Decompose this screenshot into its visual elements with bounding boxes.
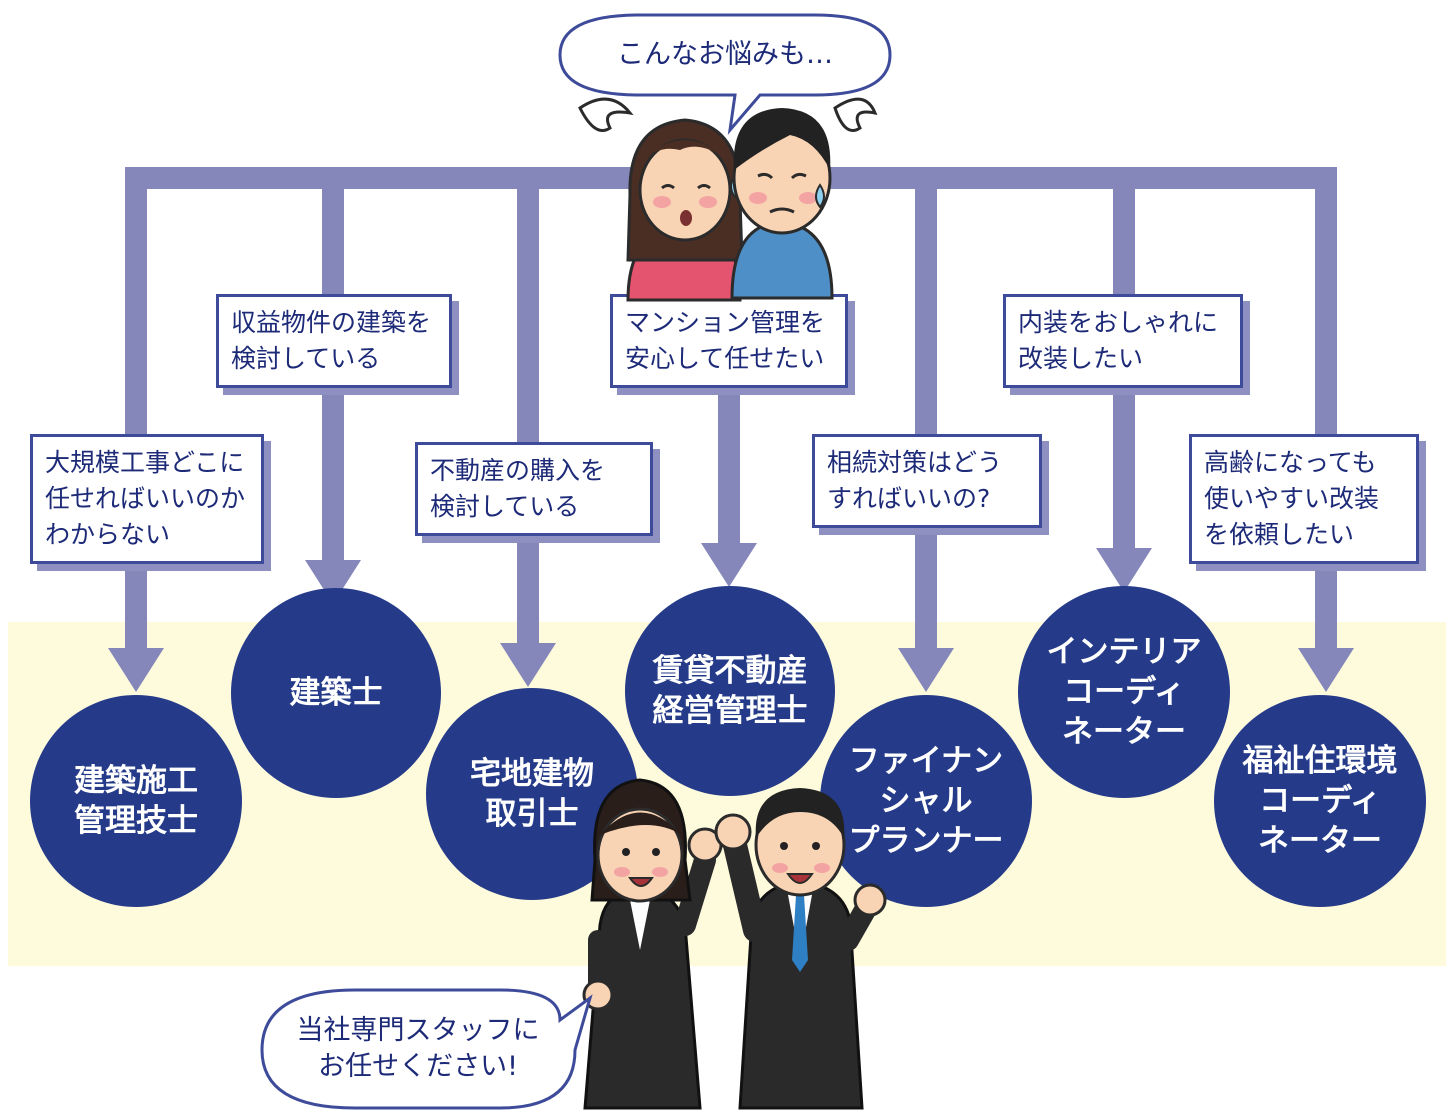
concern-text-3: 不動産の購入を検討している (430, 456, 606, 521)
top-speech-bubble: こんなお悩みも… (570, 18, 880, 92)
top-bubble-text: こんなお悩みも… (617, 39, 833, 70)
bottom-speech-bubble-shape (260, 988, 593, 1110)
expert-circle-5: ファイナン シャル プランナー (820, 695, 1032, 907)
expert-label-2: 建築士 (289, 675, 383, 711)
expert-circle-2: 建築士 (231, 588, 441, 798)
concern-box-2: 収益物件の建築を検討している (216, 294, 452, 388)
arrow-head-1 (108, 648, 164, 692)
bottom-bubble-text: 当社専門スタッフに お任せください! (296, 1015, 540, 1082)
bottom-speech-bubble: 当社専門スタッフに お任せください! (268, 995, 568, 1103)
concern-text-6: 内装をおしゃれに改装したい (1018, 308, 1219, 373)
concern-box-5: 相続対策はどうすればいいの? (812, 434, 1042, 528)
expert-label-1: 建築施工 管理技士 (74, 763, 198, 839)
arrow-head-2 (305, 560, 361, 604)
concern-box-1: 大規模工事どこに任せればいいのかわからない (30, 434, 264, 564)
expert-circle-1: 建築施工 管理技士 (30, 695, 242, 907)
expert-label-4: 賃貸不動産 経営管理士 (652, 653, 808, 729)
concern-box-3: 不動産の購入を検討している (415, 442, 653, 536)
concern-box-7: 高齢になっても使いやすい改装を依頼したい (1189, 434, 1419, 564)
arrow-head-6 (1096, 548, 1152, 592)
top-speech-bubble-shape (558, 13, 892, 135)
expert-label-3: 宅地建物 取引士 (470, 756, 594, 832)
concern-text-5: 相続対策はどうすればいいの? (827, 448, 1003, 513)
expert-label-7: 福祉住環境 コーディ ネーター (1242, 743, 1398, 859)
expert-label-5: ファイナン シャル プランナー (848, 743, 1004, 859)
arrow-head-3 (500, 643, 556, 687)
expert-label-6: インテリア コーディ ネーター (1046, 634, 1202, 750)
arrow-head-4 (701, 543, 757, 587)
connector-line-5 (915, 167, 937, 652)
concern-box-4: マンション管理を安心して任せたい (610, 294, 848, 388)
expert-circle-4: 賃貸不動産 経営管理士 (625, 586, 835, 796)
concern-box-6: 内装をおしゃれに改装したい (1003, 294, 1243, 388)
arrow-head-7 (1298, 648, 1354, 692)
concern-text-7: 高齢になっても使いやすい改装を依頼したい (1204, 448, 1380, 549)
concern-text-4: マンション管理を安心して任せたい (625, 308, 826, 373)
concern-text-1: 大規模工事どこに任せればいいのかわからない (45, 448, 246, 549)
expert-circle-6: インテリア コーディ ネーター (1018, 586, 1230, 798)
concern-text-2: 収益物件の建築を検討している (231, 308, 432, 373)
expert-circle-7: 福祉住環境 コーディ ネーター (1214, 695, 1426, 907)
arrow-head-5 (898, 648, 954, 692)
